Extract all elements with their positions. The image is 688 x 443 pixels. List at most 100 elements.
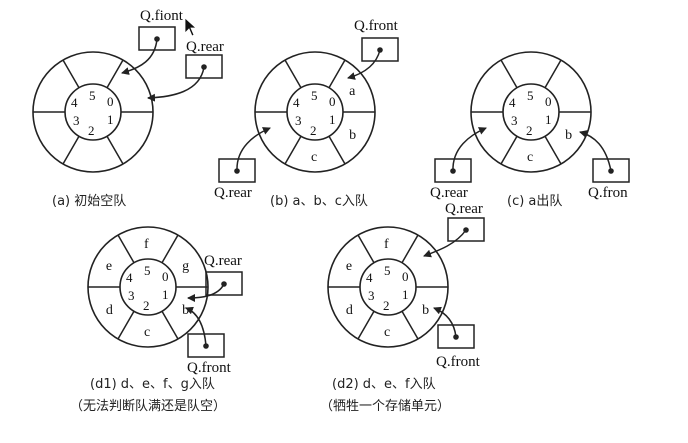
slot-value: c [384, 325, 390, 340]
slot-divider [544, 59, 562, 89]
front-pointer-box-a [138, 26, 176, 51]
slot-value: c [311, 150, 317, 165]
slot-index: 3 [73, 113, 80, 128]
slot-value: a [349, 84, 356, 99]
front-label-d1: Q.front [187, 360, 232, 376]
slot-value: f [384, 237, 389, 252]
slot-divider [328, 59, 346, 89]
front-arrow-a [121, 38, 158, 75]
slot-divider [357, 234, 375, 264]
slot-value: e [346, 259, 352, 274]
slot-index: 0 [329, 94, 336, 109]
slot-value: c [527, 150, 533, 165]
slot-divider [62, 59, 80, 89]
caption-a: (a) 初始空队 [52, 194, 126, 209]
slot-divider [106, 59, 124, 89]
slot-divider [544, 135, 562, 165]
rear-arrow-d2 [423, 229, 467, 258]
slot-index: 0 [107, 94, 114, 109]
slot-divider [106, 135, 124, 165]
slot-index: 5 [144, 263, 151, 278]
rear-label-d2: Q.rear [445, 201, 483, 217]
slot-index: 4 [71, 95, 78, 110]
caption-b: (b) a、b、c入队 [270, 194, 368, 209]
rear-label-a: Q.rear [186, 39, 224, 55]
front-arrow-d1 [185, 306, 207, 347]
rear-label-b: Q.rear [214, 185, 252, 201]
slot-index: 1 [402, 287, 409, 302]
rear-label-c: Q.rear [430, 185, 468, 201]
slot-index: 4 [366, 270, 373, 285]
slot-value: d [106, 303, 113, 318]
front-label-a: Q.fiont [140, 8, 184, 24]
caption-d1: (d1) d、e、f、g入队 [90, 377, 215, 392]
caption-c: (c) a出队 [507, 194, 562, 209]
front-pointer-box-b [361, 37, 399, 62]
front-arrow-d2 [433, 306, 457, 338]
rear-arrow-d1 [187, 283, 225, 302]
slot-divider [401, 310, 419, 340]
rear-arrow-c [452, 127, 487, 172]
slot-divider [284, 59, 302, 89]
slot-index: 0 [402, 269, 409, 284]
slot-divider [500, 135, 518, 165]
slot-index: 1 [107, 112, 114, 127]
slot-index: 3 [368, 288, 375, 303]
slot-value: b [422, 303, 429, 318]
front-pointer-box-d1 [187, 333, 225, 358]
rear-pointer-box-d1 [205, 271, 243, 296]
slot-index: 3 [128, 288, 135, 303]
slot-index: 5 [527, 88, 534, 103]
slot-index: 3 [295, 113, 302, 128]
slot-value: b [565, 128, 572, 143]
caption-d1-note: （无法判断队满还是队空） [70, 399, 226, 414]
slot-index: 2 [383, 298, 390, 313]
slot-divider [117, 310, 135, 340]
slot-index: 2 [143, 298, 150, 313]
rear-arrow-b [236, 127, 271, 172]
rear-pointer-box-c [434, 158, 472, 183]
rear-pointer-box-a [185, 54, 223, 79]
slot-index: 2 [526, 123, 533, 138]
slot-value: e [106, 259, 112, 274]
slot-index: 1 [162, 287, 169, 302]
slot-divider [117, 234, 135, 264]
slot-value: b [182, 303, 189, 318]
slot-index: 1 [329, 112, 336, 127]
slot-index: 1 [545, 112, 552, 127]
front-label-c: Q.fron [588, 185, 628, 201]
slot-divider [328, 135, 346, 165]
slot-index: 2 [310, 123, 317, 138]
slot-divider [401, 234, 419, 264]
slot-index: 5 [384, 263, 391, 278]
slot-index: 0 [545, 94, 552, 109]
rear-arrow-a [147, 66, 205, 102]
slot-value: d [346, 303, 353, 318]
rear-pointer-box-d2 [447, 217, 485, 242]
slot-index: 5 [311, 88, 318, 103]
slot-value: b [349, 128, 356, 143]
front-pointer-box-c [592, 158, 630, 183]
slot-value: c [144, 325, 150, 340]
front-pointer-box-d2 [437, 324, 475, 349]
slot-divider [161, 234, 179, 264]
slot-value: g [182, 259, 189, 274]
slot-divider [357, 310, 375, 340]
slot-index: 3 [511, 113, 518, 128]
slot-index: 5 [89, 88, 96, 103]
front-label-d2: Q.front [436, 354, 481, 370]
front-arrow-c [579, 130, 612, 172]
caption-d2: (d2) d、e、f入队 [332, 377, 436, 392]
slot-index: 4 [126, 270, 133, 285]
slot-divider [284, 135, 302, 165]
